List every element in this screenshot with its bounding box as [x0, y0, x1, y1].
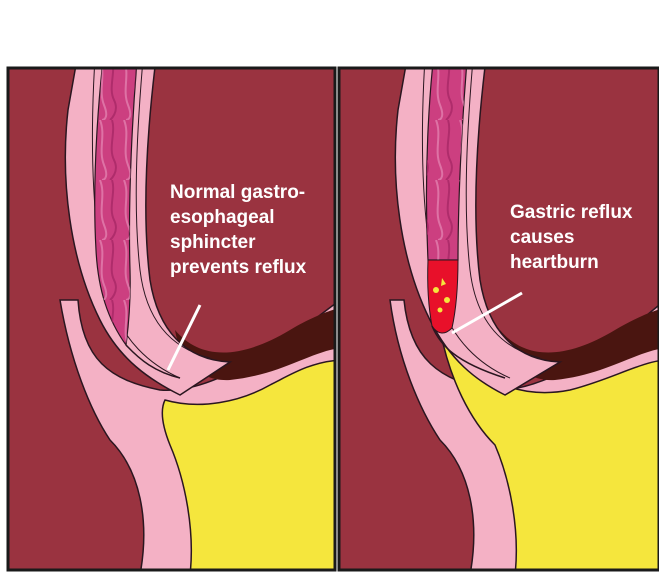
label-normal-line-3: sphincter — [170, 232, 256, 253]
panel-reflux: Gastric reflux causes heartburn — [339, 14, 659, 573]
label-reflux-line-2: causes — [510, 227, 574, 248]
esophagus-opening — [92, 15, 152, 29]
label-normal-line-4: prevents reflux — [170, 257, 307, 278]
label-normal-line-1: Normal gastro- — [170, 182, 305, 203]
label-reflux-line-3: heartburn — [510, 252, 599, 273]
esophagus-opening — [422, 15, 482, 29]
reflux-acid — [428, 260, 458, 333]
panel-normal: Normal gastro- esophageal sphincter prev… — [8, 14, 340, 573]
label-reflux-line-1: Gastric reflux — [510, 202, 633, 223]
label-normal-line-2: esophageal — [170, 207, 275, 228]
